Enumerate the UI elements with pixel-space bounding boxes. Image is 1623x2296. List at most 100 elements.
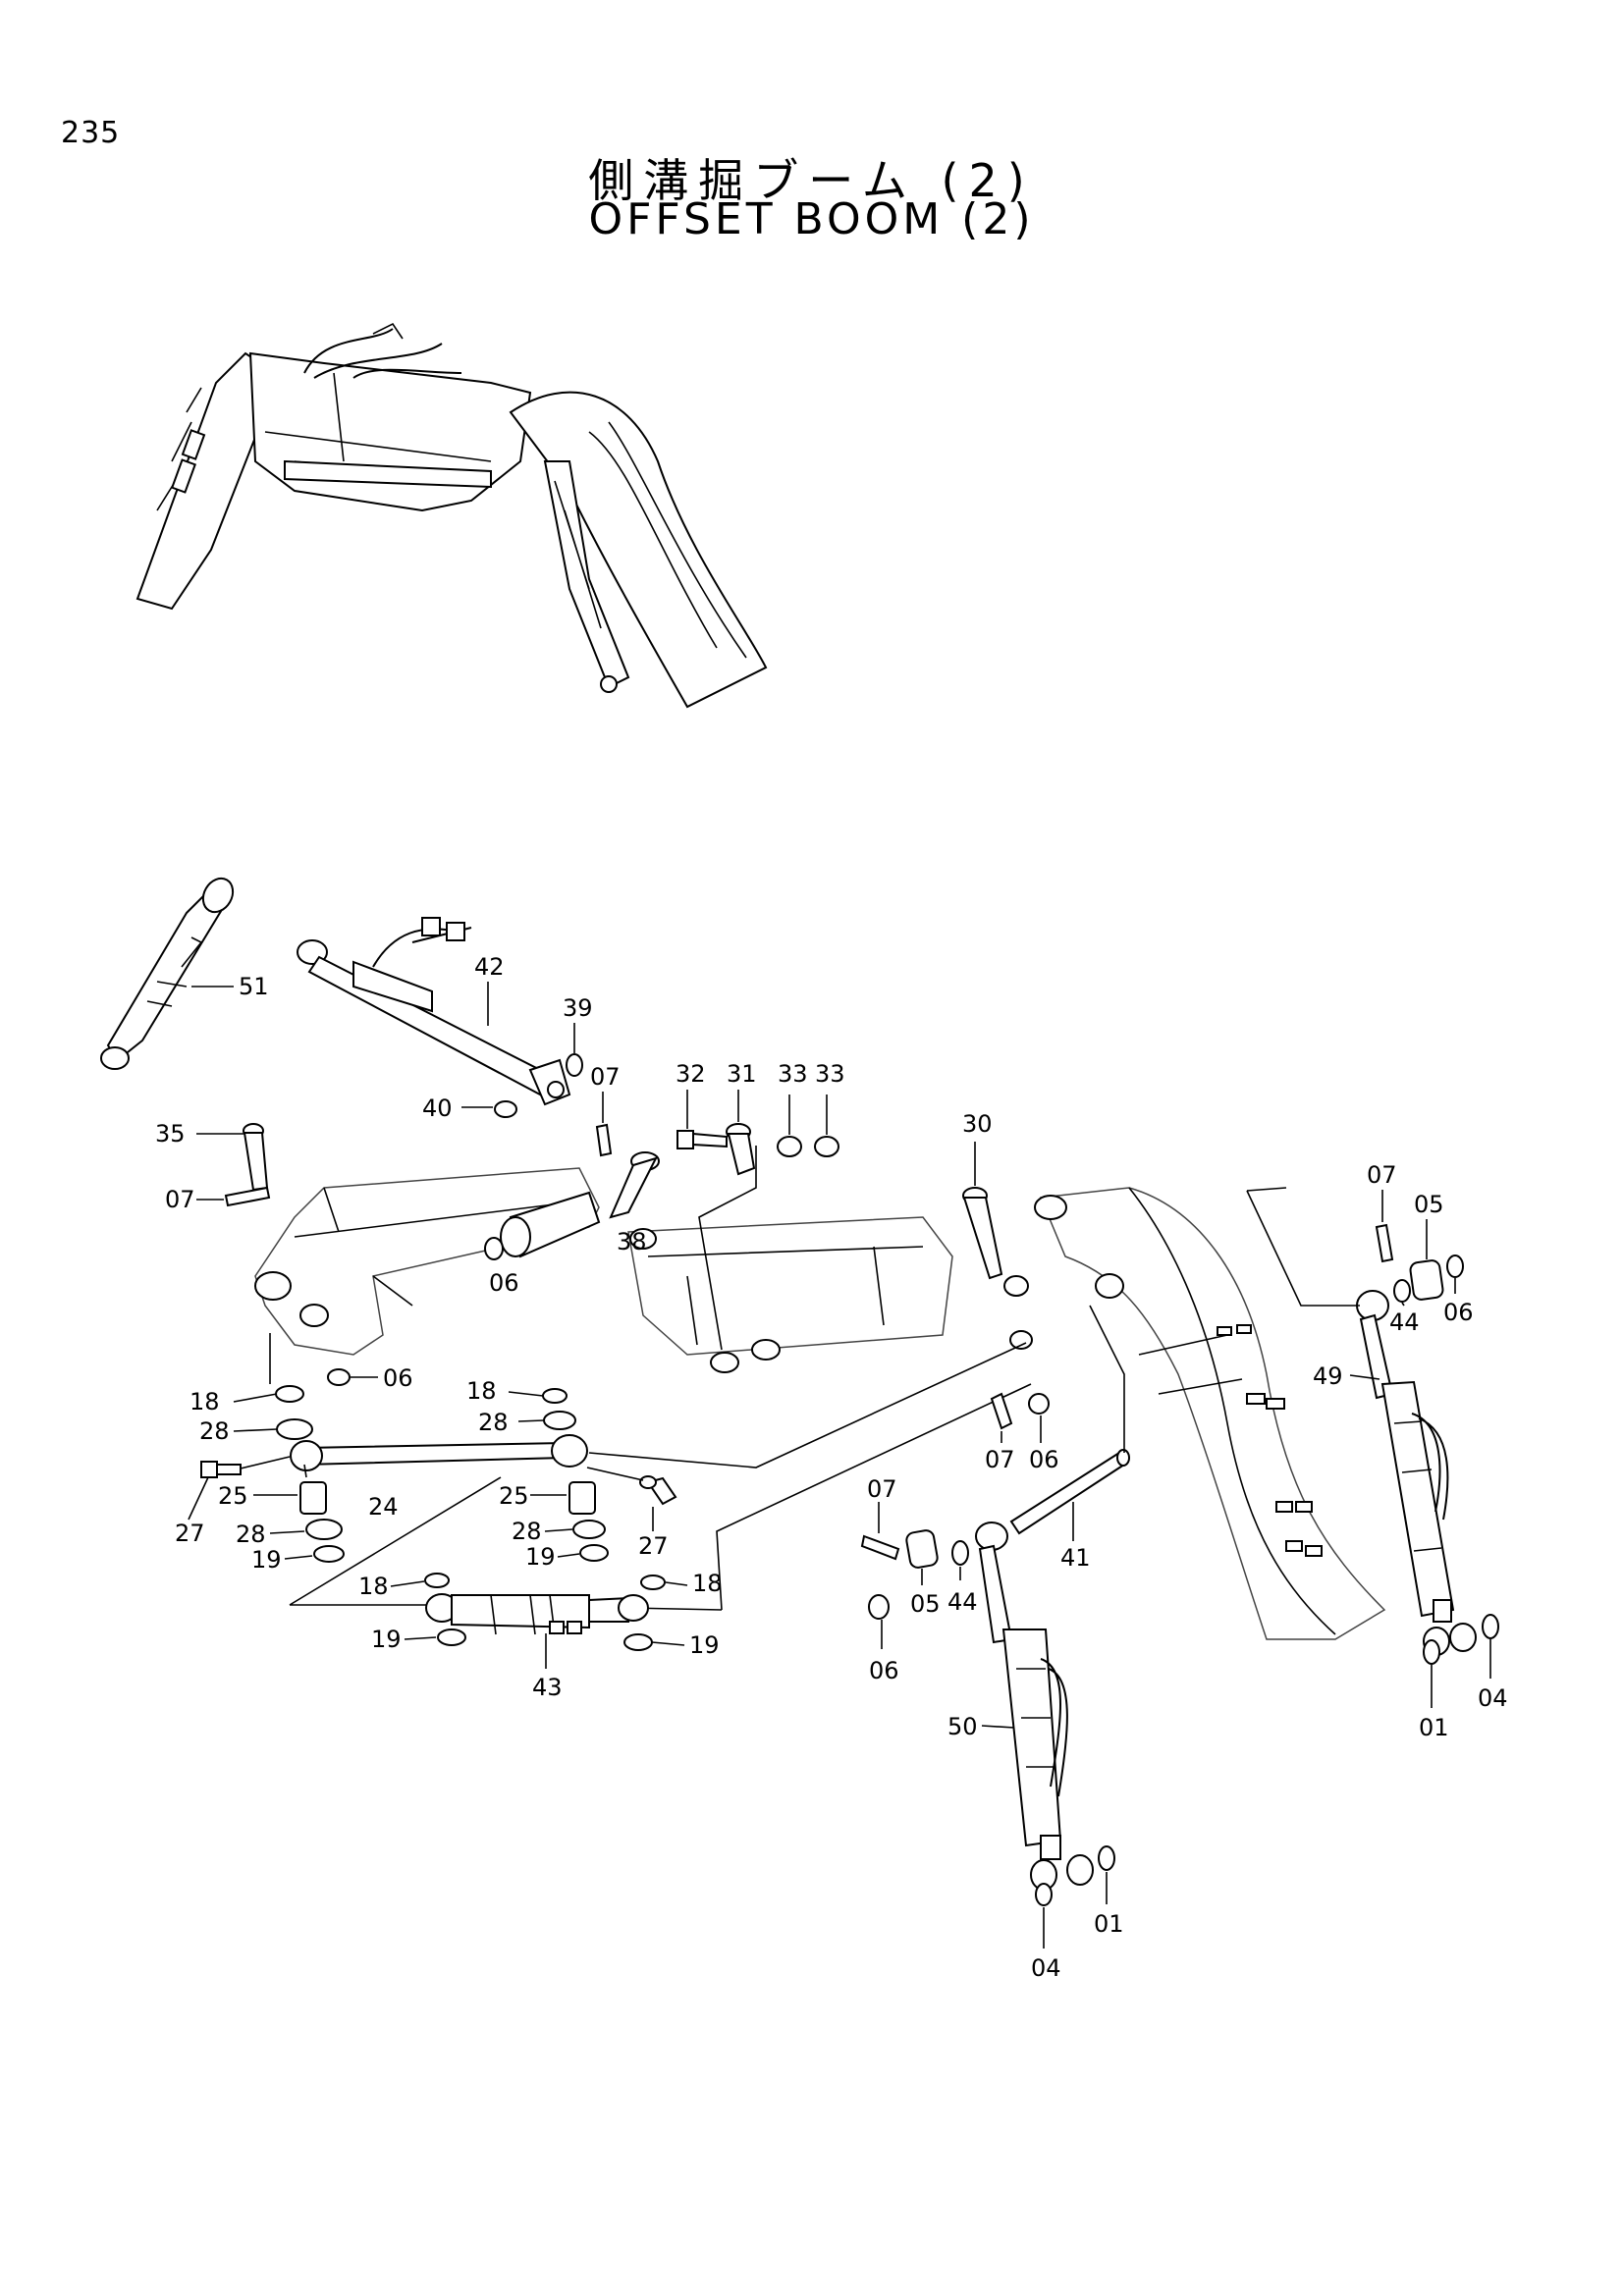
callout-07: 07	[867, 1475, 897, 1503]
callout-27: 27	[638, 1532, 669, 1560]
part-19-washer	[313, 1545, 345, 1563]
callout-06: 06	[383, 1364, 413, 1392]
part-07-pin	[1375, 1223, 1394, 1263]
overview-boom-illustration	[135, 322, 768, 709]
part-07-pin	[224, 1186, 271, 1207]
callout-04: 04	[1478, 1684, 1508, 1712]
part-32-bolt	[676, 1130, 728, 1149]
offset-boom-body	[1003, 1187, 1386, 1640]
callout-18: 18	[358, 1573, 389, 1600]
part-41-pin	[1009, 1449, 1130, 1535]
callout-04: 04	[1031, 1954, 1061, 1982]
part-33-nut	[777, 1136, 802, 1157]
callout-40: 40	[422, 1095, 453, 1122]
callout-44: 44	[947, 1588, 978, 1616]
part-44-washer	[951, 1540, 969, 1566]
part-38-pin	[609, 1151, 660, 1219]
part-04-washer	[1482, 1614, 1499, 1639]
callout-28: 28	[236, 1521, 266, 1548]
callout-32: 32	[676, 1060, 706, 1088]
callout-25: 25	[499, 1482, 529, 1510]
callout-33: 33	[778, 1060, 808, 1088]
callout-01: 01	[1419, 1714, 1449, 1741]
callout-25: 25	[218, 1482, 248, 1510]
callout-28: 28	[199, 1417, 230, 1445]
part-19-washer	[623, 1633, 653, 1651]
callout-19: 19	[371, 1626, 402, 1653]
callout-05: 05	[1414, 1191, 1444, 1218]
bracket-frame	[254, 1167, 601, 1356]
page-number: 235	[61, 116, 121, 150]
callout-31: 31	[727, 1060, 757, 1088]
callout-24: 24	[368, 1493, 399, 1521]
callout-18: 18	[466, 1377, 497, 1405]
part-25-bushing	[299, 1481, 327, 1515]
callout-19: 19	[251, 1546, 282, 1574]
callout-33: 33	[815, 1060, 845, 1088]
part-18-washer	[640, 1575, 666, 1590]
callout-28: 28	[512, 1518, 542, 1545]
callout-18: 18	[189, 1388, 220, 1415]
part-06-ring	[1446, 1255, 1464, 1278]
callout-01: 01	[1094, 1910, 1124, 1938]
callout-50: 50	[947, 1713, 978, 1740]
part-40-washer	[494, 1100, 517, 1118]
callout-07: 07	[985, 1446, 1015, 1473]
center-bracket	[627, 1216, 953, 1373]
callout-51: 51	[239, 973, 269, 1000]
part-27-bolt	[639, 1475, 677, 1506]
part-50-cylinder	[975, 1522, 1094, 1891]
callout-30: 30	[962, 1110, 993, 1138]
title-english: OFFSET BOOM (2)	[588, 194, 1035, 244]
part-05-bushing	[905, 1529, 939, 1569]
callout-44: 44	[1389, 1308, 1420, 1336]
part-33-nut	[814, 1136, 839, 1157]
part-05-bushing	[1409, 1259, 1444, 1301]
part-18-washer	[424, 1573, 450, 1588]
part-07-pin	[860, 1534, 900, 1561]
part-25-bushing	[568, 1481, 596, 1515]
part-35-pin	[243, 1123, 269, 1192]
callout-07: 07	[590, 1063, 621, 1091]
exploded-view	[100, 877, 1499, 1949]
part-28-washer	[543, 1411, 576, 1430]
part-06-ring	[327, 1368, 351, 1386]
callout-28: 28	[478, 1409, 509, 1436]
part-01-washer	[1098, 1845, 1115, 1871]
callout-06: 06	[489, 1269, 519, 1297]
part-30-pin	[962, 1187, 1003, 1280]
callout-06: 06	[1029, 1446, 1059, 1473]
callout-41: 41	[1060, 1544, 1091, 1572]
callout-06: 06	[869, 1657, 899, 1684]
part-24-link	[290, 1434, 588, 1471]
part-19-washer	[437, 1629, 466, 1646]
callout-42: 42	[474, 953, 505, 981]
part-07-pin	[990, 1392, 1013, 1430]
part-42-cylinder	[297, 917, 571, 1106]
part-44-washer	[1393, 1279, 1411, 1303]
part-43-cylinder	[425, 1593, 649, 1635]
callout-43: 43	[532, 1674, 563, 1701]
callout-19: 19	[689, 1631, 720, 1659]
part-51-cylinder	[100, 877, 235, 1070]
part-28-washer	[276, 1418, 313, 1440]
callout-49: 49	[1313, 1362, 1343, 1390]
callout-27: 27	[175, 1520, 205, 1547]
part-19-washer	[579, 1544, 609, 1562]
part-18-washer	[275, 1385, 304, 1403]
part-49-cylinder	[1356, 1290, 1477, 1656]
callout-06: 06	[1443, 1299, 1474, 1326]
callout-07: 07	[165, 1186, 195, 1213]
part-28-washer	[305, 1519, 343, 1540]
callout-35: 35	[155, 1120, 186, 1148]
part-27-bolt	[200, 1461, 242, 1478]
callout-labels: 51 42 39 40 07 32 31 33 33 30 35 07 38 0…	[155, 953, 1508, 1982]
part-31-pin	[726, 1123, 756, 1176]
callout-39: 39	[563, 994, 593, 1022]
title-japanese: 側溝掘ブーム (2)	[588, 154, 1035, 207]
callout-19: 19	[525, 1543, 556, 1571]
part-06-ring	[484, 1237, 504, 1260]
part-06-ring	[1028, 1393, 1050, 1415]
part-06-ring	[868, 1594, 890, 1620]
